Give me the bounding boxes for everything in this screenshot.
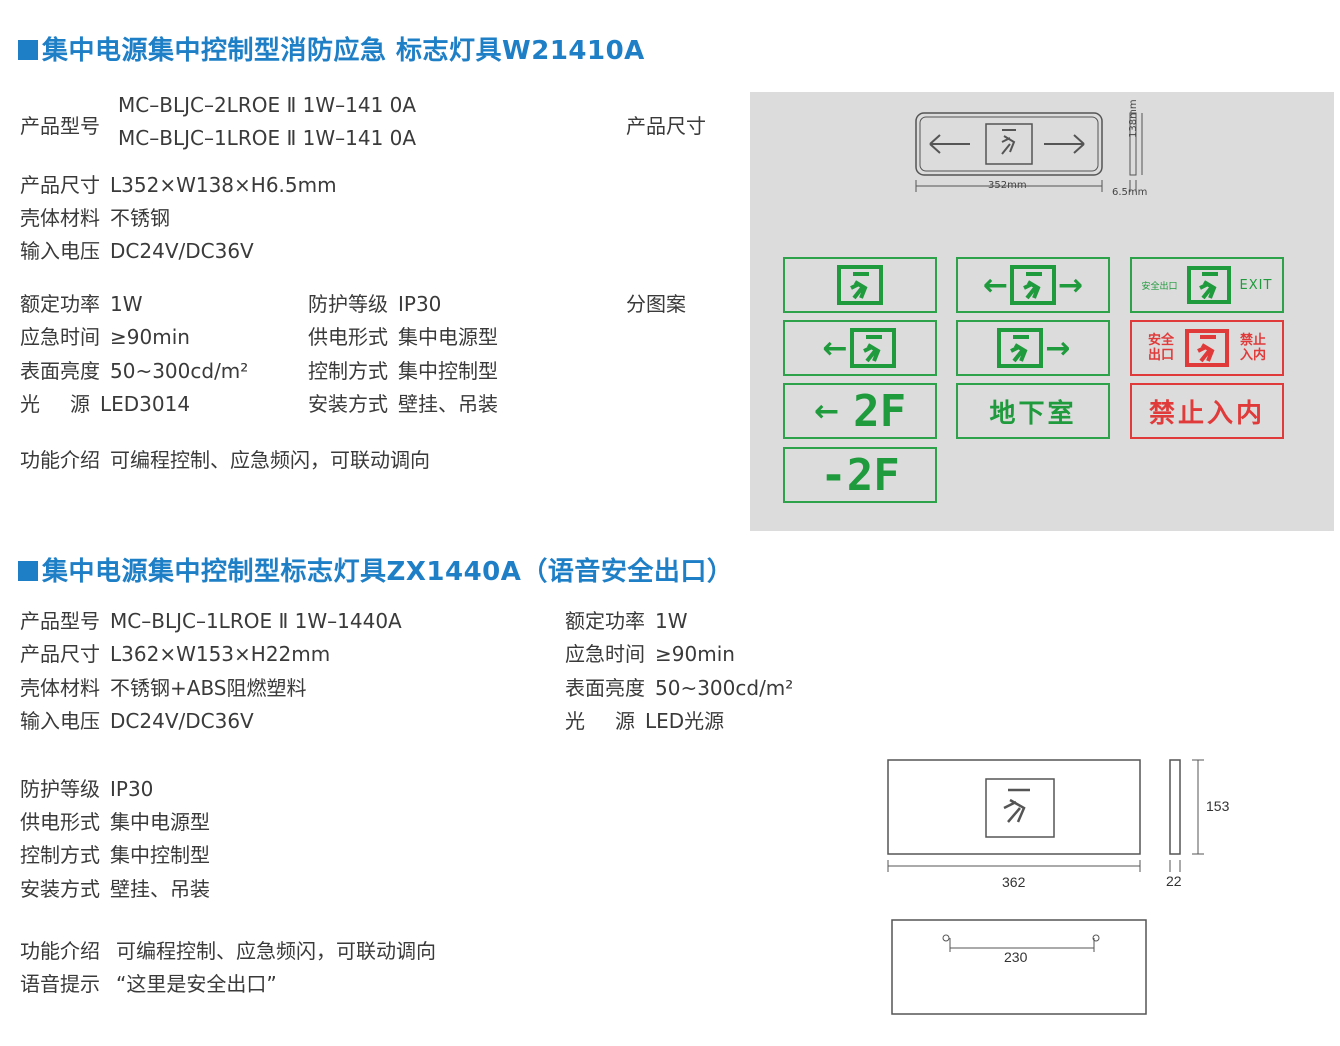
running-man-icon: [1010, 265, 1056, 305]
sign-minus-2f: -2F: [783, 447, 937, 503]
sign-basement: 地下室: [956, 383, 1110, 439]
spec-function: 功能介绍可编程控制、应急频闪，可联动调向: [20, 448, 430, 472]
sign-left-2f: ← 2F: [783, 383, 937, 439]
running-man-icon: [997, 328, 1044, 368]
spec-install: 安装方式壁挂、吊装: [308, 392, 498, 416]
heading-square-icon: [18, 561, 38, 581]
dim2-height-label: 153: [1206, 798, 1230, 814]
s2-spec-power-supply: 供电形式集中电源型: [20, 810, 210, 834]
dimension-drawing: [915, 112, 1143, 192]
spec-emergency-time: 应急时间≥90min: [20, 325, 190, 349]
running-man-icon: [1186, 266, 1231, 304]
sign-red-exit-noentry: 安全 出口 禁止 入内: [1130, 320, 1284, 376]
running-man-icon: [849, 328, 896, 368]
section1-heading: 集中电源集中控制型消防应急 标志灯具W21410A: [18, 30, 645, 67]
sign-right-exit: →: [956, 320, 1110, 376]
dim2-mount-label: 230: [1004, 949, 1028, 965]
running-man-icon: [1185, 329, 1229, 367]
heading-square-icon: [18, 40, 38, 60]
s2-spec-control: 控制方式集中控制型: [20, 843, 210, 867]
dim-depth-label: 6.5mm: [1112, 187, 1148, 198]
pattern-caption: 分图案: [626, 292, 686, 316]
running-man-icon: [837, 265, 883, 305]
spec-control: 控制方式集中控制型: [308, 359, 498, 383]
s2-spec-material: 壳体材料不锈钢+ABS阻燃塑料: [20, 676, 307, 700]
s2-spec-function: 功能介绍可编程控制、应急频闪，可联动调向: [20, 939, 436, 963]
dim2-depth-label: 22: [1166, 873, 1182, 889]
s2-spec-emergency-time: 应急时间≥90min: [565, 642, 735, 666]
spec-material: 壳体材料不锈钢: [20, 206, 170, 230]
dim2-width-label: 362: [1002, 874, 1026, 890]
sign-no-entry: 禁止入内: [1130, 383, 1284, 439]
sign-left-right-exit: ← →: [956, 257, 1110, 313]
dim-width-label: 352mm: [988, 180, 1027, 191]
spec-model-label: 产品型号: [20, 114, 100, 138]
sign-pattern-panel: 352mm 138mm 6.5mm ← → 安全出口 EXIT ← → 安全 出…: [750, 92, 1334, 531]
zx1440a-drawing: [887, 759, 1204, 1015]
section2-heading: 集中电源集中控制型标志灯具ZX1440A（语音安全出口）: [18, 551, 733, 588]
s2-spec-voice: 语音提示“这里是安全出口”: [20, 972, 277, 996]
spec-model-value-1: MC–BLJC–2LROE Ⅱ 1W–141 0A: [118, 93, 417, 117]
size-caption: 产品尺寸: [626, 114, 706, 138]
sign-exit-man: [783, 257, 937, 313]
sign-anquan-exit: 安全出口 EXIT: [1130, 257, 1284, 313]
spec-model-value-2: MC–BLJC–1LROE Ⅱ 1W–141 0A: [118, 126, 417, 150]
dim-height-label: 138mm: [1128, 99, 1139, 138]
sign-left-exit: ←: [783, 320, 937, 376]
s2-spec-install: 安装方式壁挂、吊装: [20, 877, 210, 901]
spec-power-supply: 供电形式集中电源型: [308, 325, 498, 349]
